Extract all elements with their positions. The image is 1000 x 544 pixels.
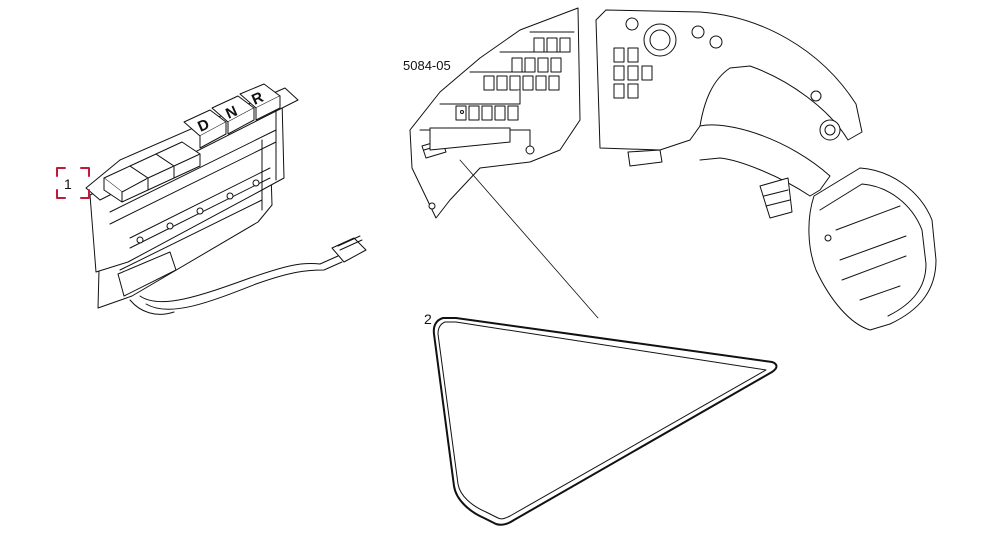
switch-panel-assembly: D N R [85, 83, 367, 315]
wiring-plug [331, 237, 367, 263]
callout-2-label: 2 [424, 311, 432, 327]
triangular-gasket [432, 317, 778, 526]
switch-keycaps [103, 83, 281, 203]
dashboard-left-panel [409, 7, 581, 219]
gasket-inner [437, 321, 767, 520]
callout-1-highlight [56, 167, 90, 199]
wiring-connector-block [117, 251, 177, 297]
wiring-harness [129, 299, 175, 315]
gauge-small [691, 25, 705, 39]
wiring-harness [145, 261, 343, 310]
callout-1-label: 1 [64, 176, 72, 192]
gauge-small [625, 17, 639, 31]
cluster-tab [627, 149, 663, 167]
dashboard-right-console [808, 167, 937, 331]
wiring-harness [139, 255, 339, 303]
centre-switch-grid [613, 47, 653, 99]
left-panel-step-lines [419, 31, 575, 149]
cluster-lower-edge [699, 124, 831, 197]
leader-line [459, 159, 599, 319]
cluster-vent [759, 177, 793, 219]
housing-screws [136, 179, 260, 244]
diagram-reference-code: 5084-05 [403, 58, 451, 73]
dashboard-instrument-cluster [595, 9, 863, 219]
gasket-outer [432, 317, 778, 526]
gauge-small [709, 35, 723, 49]
keycap-fronts [103, 95, 281, 203]
